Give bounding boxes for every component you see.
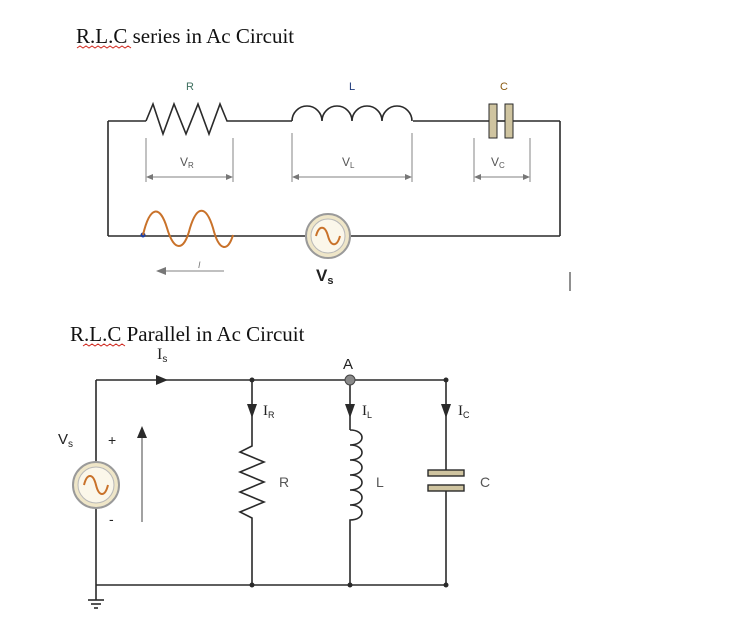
parallel-label-minus: -: [109, 511, 114, 527]
series-label-vc: VC: [491, 155, 505, 170]
junction-dot: [347, 582, 353, 588]
parallel-label-vs: Vs: [58, 431, 73, 450]
parallel-voltage-arrowhead: [137, 426, 147, 438]
parallel-inductor: [349, 429, 363, 535]
series-capacitor-plate-right: [504, 103, 514, 139]
parallel-label-r: R: [279, 474, 289, 490]
junction-dot: [249, 582, 255, 588]
series-vc-measure: [473, 138, 531, 182]
series-vl-measure: [291, 133, 413, 182]
series-label-r: R: [186, 81, 194, 93]
ground-icon: [88, 599, 104, 609]
parallel-label-is: Is: [157, 346, 167, 365]
series-resistor: [145, 101, 233, 137]
junction-dot: [249, 377, 255, 383]
parallel-ac-source-icon: [83, 475, 109, 495]
series-inductor: [291, 105, 413, 122]
series-label-vr: VR: [180, 155, 194, 170]
series-label-vl: VL: [342, 155, 355, 170]
junction-dot: [443, 377, 449, 383]
series-label-current: I: [198, 260, 201, 270]
series-label-c: C: [500, 81, 508, 93]
parallel-il-arrowhead: [345, 404, 355, 418]
parallel-label-ir: IR: [263, 403, 275, 420]
node-a: [344, 374, 356, 386]
series-label-l: L: [349, 81, 355, 93]
parallel-label-plus: +: [108, 432, 116, 448]
series-current-waveform: [142, 209, 234, 248]
series-current-arrowhead: [156, 267, 166, 275]
series-vr-measure: [145, 138, 234, 182]
parallel-label-node-a: A: [343, 356, 353, 373]
parallel-label-c: C: [480, 474, 490, 490]
parallel-resistor: [237, 440, 267, 525]
parallel-capacitor-plate-top: [427, 469, 465, 477]
parallel-label-l: L: [376, 474, 384, 490]
parallel-ir-arrowhead: [247, 404, 257, 418]
series-ac-source-icon: [315, 226, 341, 246]
junction-dot: [443, 582, 449, 588]
spellcheck-squiggle: [76, 45, 132, 49]
spellcheck-squiggle-2: [82, 343, 126, 347]
series-title: R.L.C series in Ac Circuit: [76, 24, 294, 48]
parallel-capacitor-plate-bottom: [427, 484, 465, 492]
parallel-title: R.L.C Parallel in Ac Circuit: [70, 322, 305, 346]
series-label-vs: Vs: [316, 266, 333, 287]
parallel-label-ic: IC: [458, 403, 470, 420]
parallel-label-il: IL: [362, 403, 372, 420]
parallel-is-arrowhead: [156, 375, 168, 385]
parallel-ic-arrowhead: [441, 404, 451, 418]
series-capacitor-plate-left: [488, 103, 498, 139]
